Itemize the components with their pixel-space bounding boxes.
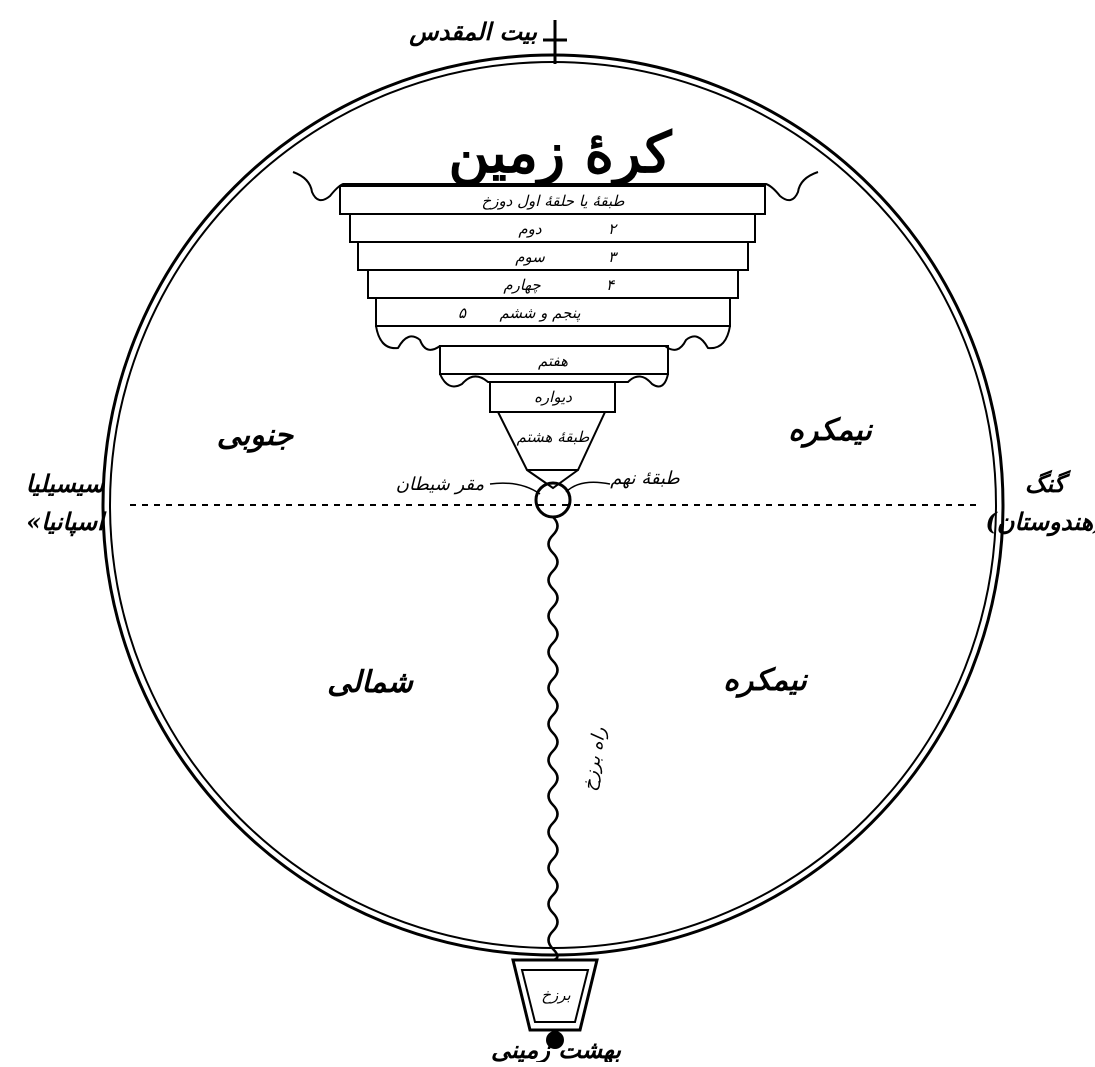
path-line	[547, 516, 559, 962]
label-north-b: نيمكره	[723, 663, 808, 698]
label-bottom-box: برزخ	[541, 986, 570, 1004]
hell-funnel	[339, 185, 766, 490]
label-center-left: مقر شيطان	[396, 474, 485, 495]
label-top: بيت المقدس	[408, 17, 537, 47]
tier-num-3: ۳	[608, 248, 619, 266]
tier-label-3: سوم	[515, 248, 545, 266]
earth-outer-circle	[101, 53, 1005, 957]
bottom-box-inner	[520, 969, 590, 1023]
tier-labels: طبقهٔ يا حلقهٔ اول دوزخ دوم سوم چهارم پن…	[458, 192, 626, 446]
tier-6-rect	[439, 345, 669, 375]
tier-num-5: ۵	[458, 304, 467, 322]
label-bottom: بهشت زمينى	[491, 1035, 621, 1062]
label-path: راه برزخ	[579, 725, 611, 792]
tier-4-rect	[367, 269, 739, 299]
tier-label-5: پنجم و ششم	[499, 304, 580, 322]
tier-label-1: طبقهٔ يا حلقهٔ اول دوزخ	[482, 192, 626, 210]
bottom-box	[511, 958, 599, 1032]
label-right-1: گنگ	[1025, 469, 1072, 498]
surface-rim	[292, 171, 819, 202]
bottom-knob	[546, 1031, 564, 1049]
label-right-2: (هندوستان)	[985, 507, 1095, 537]
tier-label-7: ديواره	[534, 388, 572, 406]
label-south-a: جنوبى	[217, 418, 295, 453]
label-left-1: سيسيليا	[26, 469, 105, 498]
pointer-right	[565, 481, 611, 493]
tier-2-rect	[349, 213, 756, 243]
label-north-a: شمالى	[327, 665, 415, 700]
tier-9-point	[526, 469, 579, 490]
label-center-right: طبقهٔ نهم	[610, 468, 680, 489]
pointer-left	[489, 482, 541, 495]
tier-num-2: ۲	[608, 220, 618, 238]
tier-label-2: دوم	[518, 220, 542, 238]
tier-label-6: هفتم	[538, 352, 568, 370]
tier-6-scallops	[439, 373, 669, 388]
label-south-b: نيمكره	[788, 413, 873, 448]
tier-num-4: ۴	[606, 276, 616, 294]
tier-5-rect	[375, 297, 731, 327]
tier-3-rect	[357, 241, 749, 271]
tier-label-8: طبقهٔ هشتم	[517, 428, 591, 446]
label-title: كرهٔ زمين	[449, 120, 673, 187]
label-left-2: «اسپانيا	[26, 507, 107, 537]
tier-label-4: چهارم	[503, 276, 541, 294]
